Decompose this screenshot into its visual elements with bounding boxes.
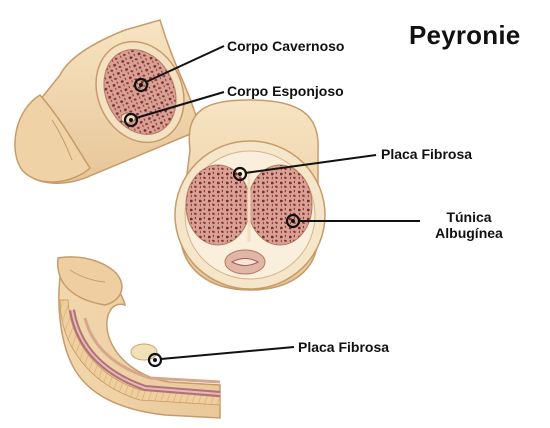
leader-line-placa-fibrosa-top [244,154,377,174]
label-tunica-line1: Túnica [446,209,492,225]
label-tunica-line2: Albugínea [435,225,503,241]
page-title: Peyronie [409,20,521,50]
label-placa-fibrosa-top: Placa Fibrosa [381,146,473,162]
label-placa-fibrosa-bottom: Placa Fibrosa [298,339,390,355]
curved-penis-illustration [57,256,221,419]
leader-line-placa-fibrosa-bottom [160,346,295,360]
label-corpo-esponjoso: Corpo Esponjoso [227,83,344,99]
leader-line-corpo-cavernoso [145,45,225,83]
label-corpo-cavernoso: Corpo Cavernoso [227,38,345,54]
leader-lines [135,45,420,360]
cross-section-illustration [174,99,326,291]
leader-line-corpo-esponjoso [135,91,225,119]
label-tunica-albuginea: Túnica Albugínea [424,209,514,241]
straight-penis-illustration [14,19,201,184]
